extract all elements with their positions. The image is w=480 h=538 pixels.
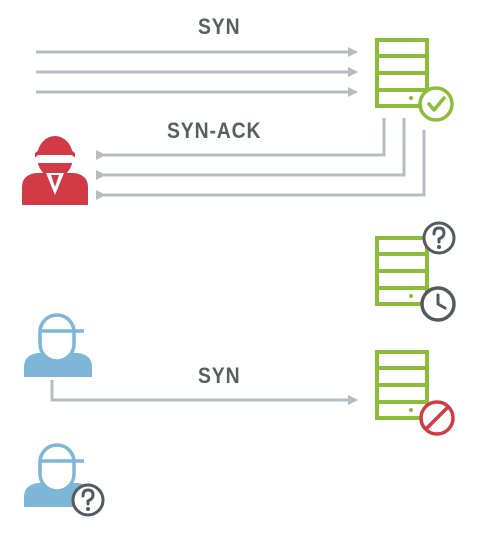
server-icon [375, 236, 429, 306]
syn-ack-arrows [96, 118, 426, 200]
user-icon [24, 313, 92, 377]
syn-ack-arrow-1 [96, 118, 386, 160]
question-circle-icon [422, 221, 456, 255]
syn-arrows-top [36, 47, 358, 97]
syn-label-bottom: SYN [198, 363, 241, 388]
syn-ack-arrow-3 [96, 130, 426, 200]
server-icon [375, 38, 429, 108]
check-circle-icon [418, 86, 454, 122]
syn-ack-label: SYN-ACK [167, 118, 262, 143]
syn-arrow-bottom [50, 380, 358, 405]
clock-icon [420, 286, 456, 322]
blocked-icon [419, 400, 455, 436]
hacker-icon [22, 136, 88, 205]
syn-label-top: SYN [198, 14, 241, 39]
syn-ack-arrow-2 [96, 118, 406, 180]
question-circle-icon [71, 483, 105, 517]
server-icon [375, 350, 429, 420]
